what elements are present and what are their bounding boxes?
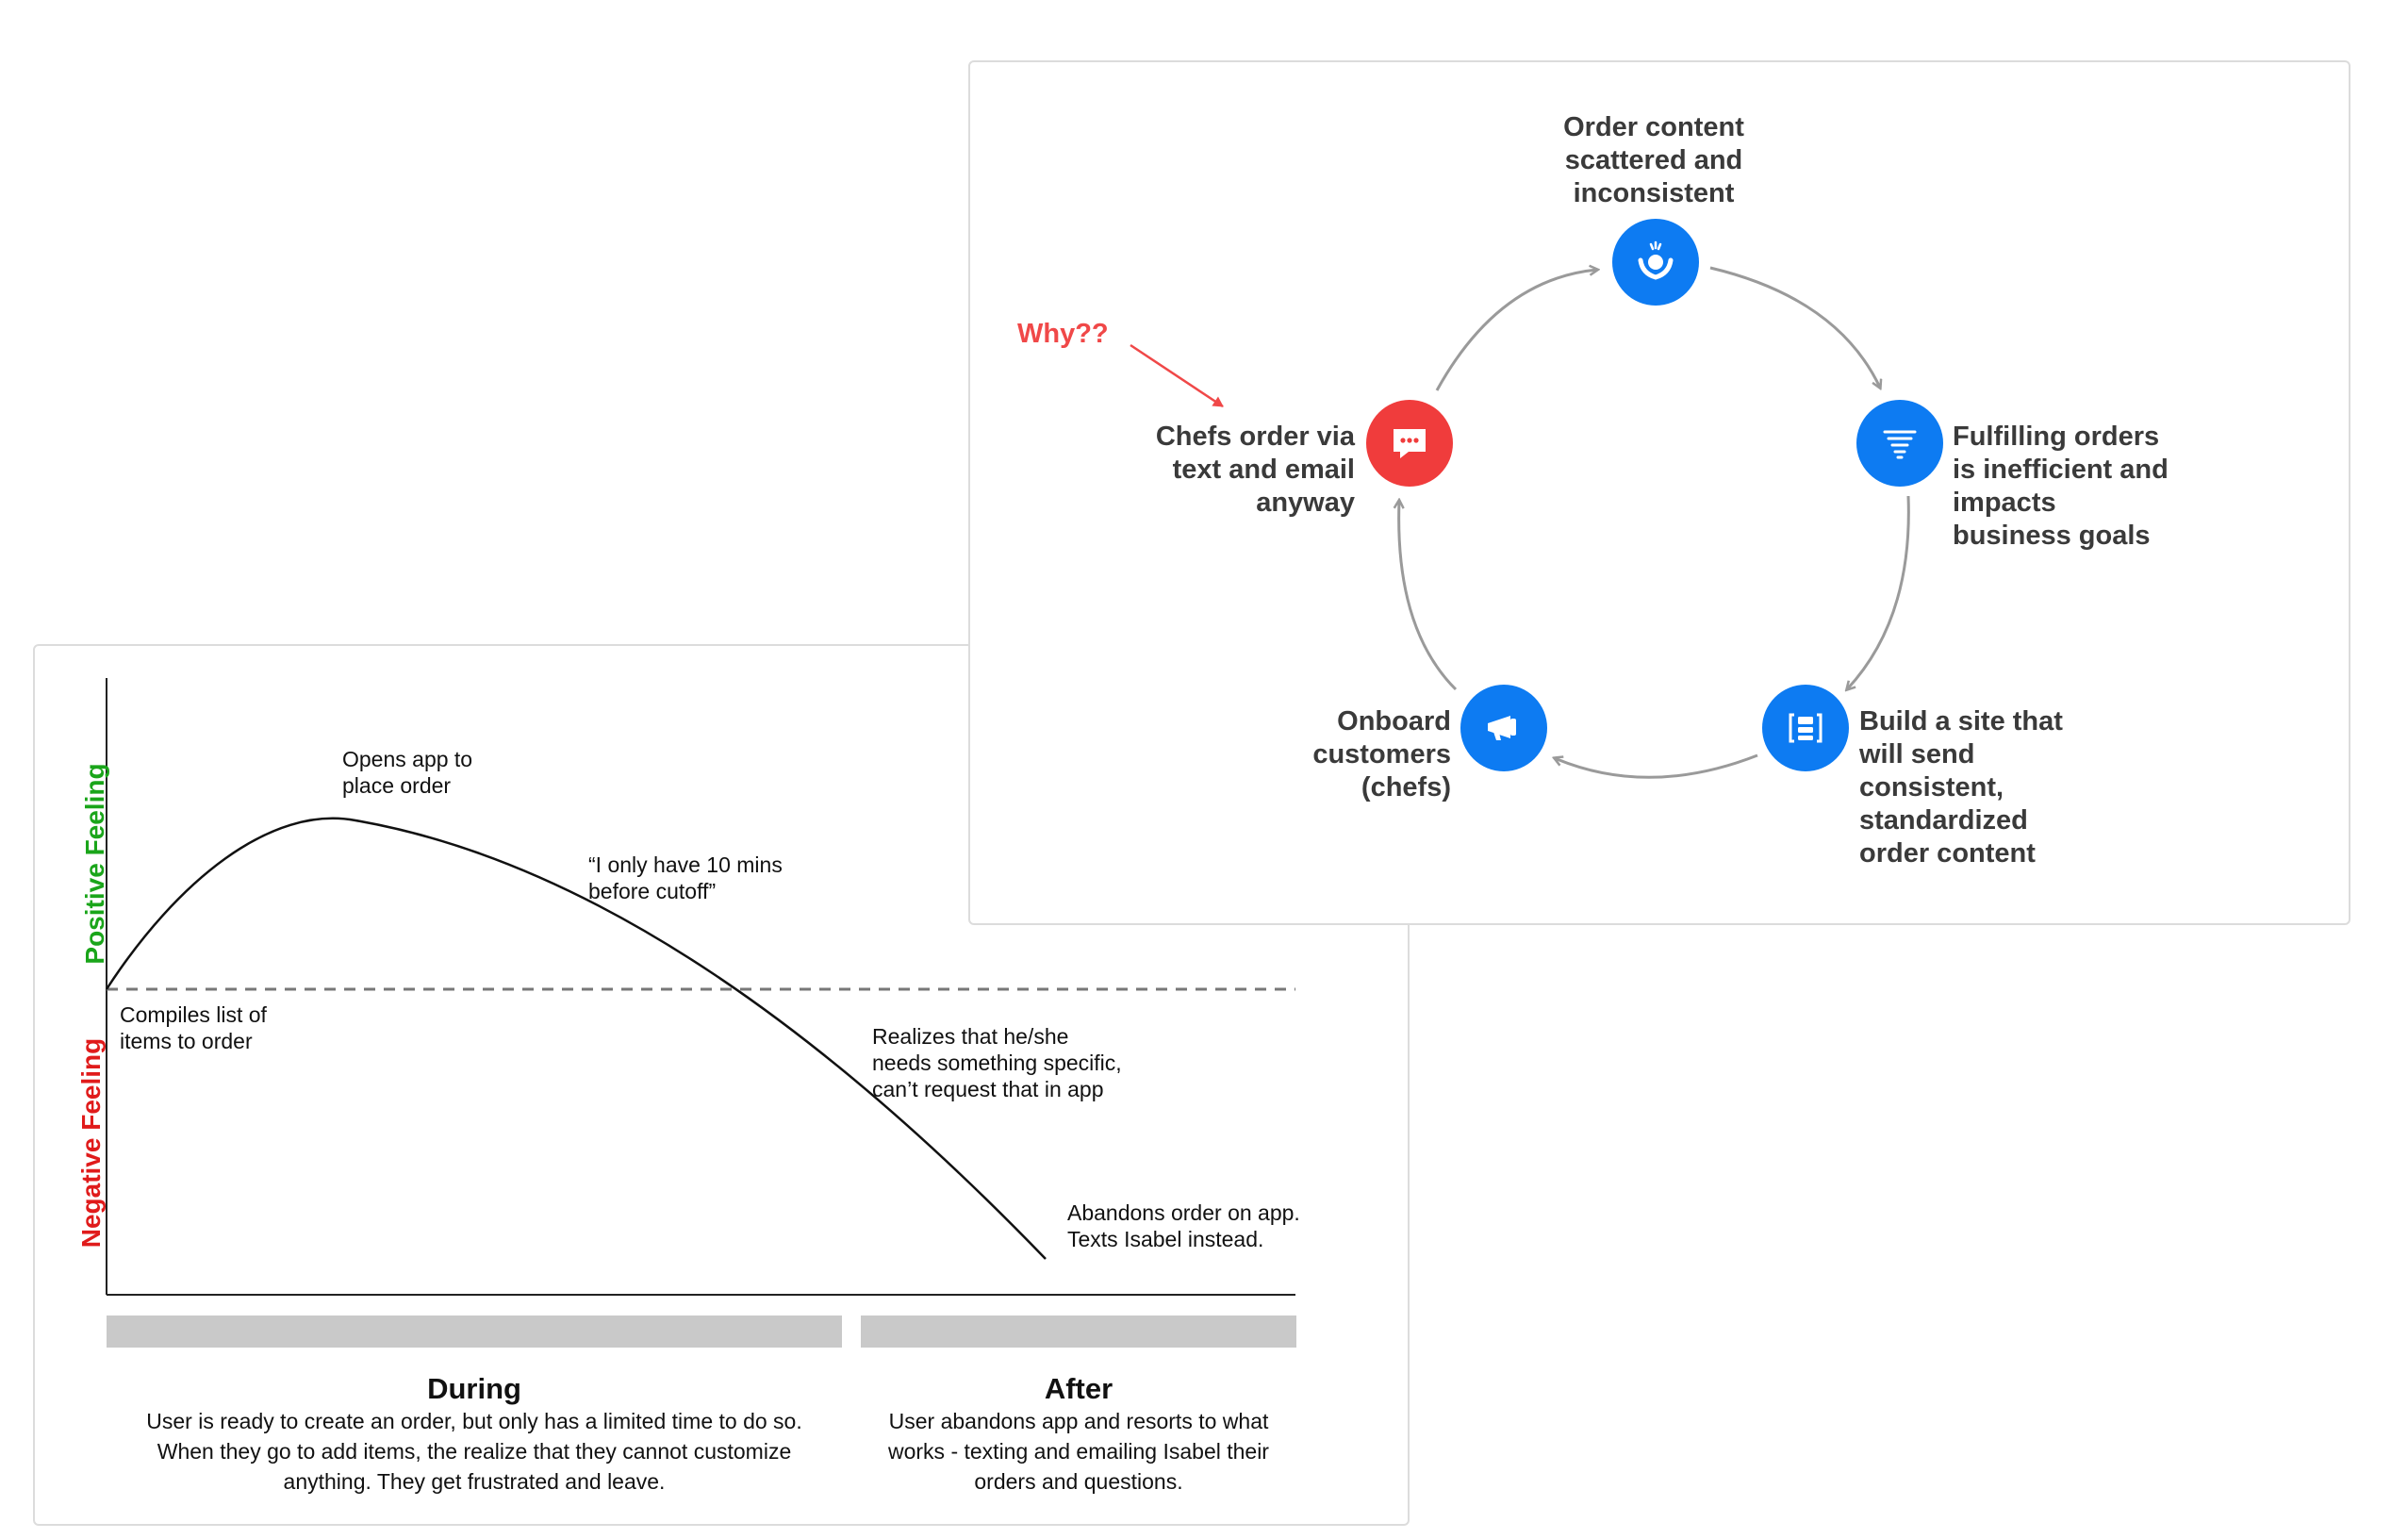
phase-title-after: After <box>1044 1372 1113 1405</box>
arrow-right-to-bottomright <box>1847 495 1910 689</box>
phase-description-after: User abandons app and resorts to what wo… <box>888 1409 1269 1494</box>
megaphone-icon <box>1488 716 1516 740</box>
phase-description-during: User is ready to create an order, but on… <box>146 1409 802 1494</box>
phase-bar-after <box>861 1316 1296 1348</box>
annotation-compiles-list: Compiles list of items to order <box>120 1002 267 1053</box>
arrow-top-to-right <box>1709 266 1880 388</box>
node-order-content <box>1612 219 1699 306</box>
problem-cycle-panel: Why?? Order content scattered and incons… <box>968 60 2350 925</box>
positive-feeling-label: Positive Feeling <box>80 763 109 965</box>
phase-bar-during <box>107 1316 842 1348</box>
phase-title-during: During <box>427 1372 521 1405</box>
arrow-left-to-top <box>1435 270 1597 391</box>
node-build-site <box>1762 685 1849 771</box>
annotation-opens-app: Opens app to place order <box>342 747 473 798</box>
why-arrow <box>1130 343 1224 408</box>
why-note: Why?? <box>1017 319 1109 349</box>
node-onboard-customers <box>1460 685 1547 771</box>
node-chefs-order <box>1366 400 1453 487</box>
arrow-bottomright-to-bottomleft <box>1555 753 1758 779</box>
cycle-arrows <box>1130 62 1910 779</box>
negative-feeling-label: Negative Feeling <box>76 1037 106 1249</box>
node-label-onboard-customers: Onboard customers (chefs) <box>1312 706 1451 803</box>
annotation-10-mins: “I only have 10 mins before cutoff” <box>588 852 783 903</box>
node-label-chefs-order: Chefs order via text and email anyway <box>1155 422 1355 518</box>
node-fulfilling-orders <box>1856 400 1943 487</box>
journey-chart <box>105 678 1295 1296</box>
frustrated-person-icon <box>1638 240 1674 280</box>
node-label-fulfilling-orders: Fulfilling orders is inefficient and imp… <box>1953 422 2169 551</box>
emotion-curve <box>105 817 1047 1260</box>
tornado-icon <box>1883 430 1917 459</box>
arrow-bottomleft-to-left <box>1399 501 1458 691</box>
annotation-realizes: Realizes that he/she needs something spe… <box>872 1024 1122 1101</box>
chat-bubble-icon <box>1394 429 1426 458</box>
layout-icon <box>1789 713 1822 743</box>
annotation-abandons: Abandons order on app. Texts Isabel inst… <box>1067 1200 1300 1251</box>
node-label-order-content: Order content scattered and inconsistent <box>1563 112 1744 208</box>
node-label-build-site: Build a site that will send consistent, … <box>1859 706 2063 869</box>
